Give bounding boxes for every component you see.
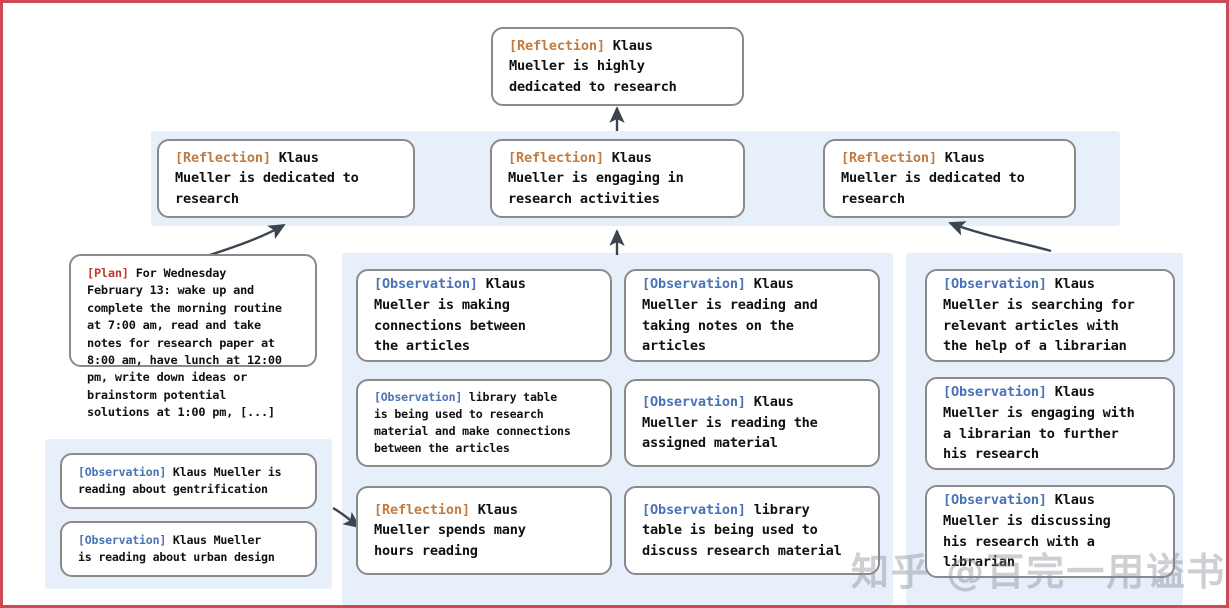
node-obs-right-2[interactable]: [Observation] Klaus Mueller is engaging … xyxy=(925,377,1175,470)
tag-reflection: [Reflection] xyxy=(509,37,605,54)
node-text: [Observation] Klaus Mueller is making co… xyxy=(374,274,526,357)
node-root-reflection[interactable]: [Reflection] Klaus Mueller is highly ded… xyxy=(491,27,744,106)
node-mid-left-reflection[interactable]: [Reflection] Klaus Mueller is dedicated … xyxy=(157,139,415,218)
tag-observation: [Observation] xyxy=(642,394,746,411)
tag-plan: [Plan] xyxy=(87,266,129,280)
node-text: [Observation] Klaus Mueller is searching… xyxy=(943,274,1135,357)
node-body: Klaus Mueller is reading the assigned ma… xyxy=(642,394,818,452)
node-text: [Plan] For Wednesday February 13: wake u… xyxy=(87,265,282,421)
node-obs-left-1[interactable]: [Observation] Klaus Mueller is making co… xyxy=(356,269,612,362)
node-body: Klaus Mueller is reading about gentrific… xyxy=(78,464,282,496)
tag-observation: [Observation] xyxy=(642,276,746,293)
node-body: Klaus Mueller is reading and taking note… xyxy=(642,276,818,355)
node-body: Klaus Mueller is highly dedicated to res… xyxy=(509,37,677,95)
node-text: [Reflection] Klaus Mueller is dedicated … xyxy=(841,148,1025,210)
node-text: [Observation] Klaus Mueller is engaging … xyxy=(943,382,1135,465)
node-body: Klaus Mueller spends many hours reading xyxy=(374,501,526,559)
node-obs-bottomleft-2[interactable]: [Observation] Klaus Mueller is reading a… xyxy=(60,521,317,577)
node-body: Klaus Mueller is reading about urban des… xyxy=(78,532,275,564)
node-body: Klaus Mueller is searching for relevant … xyxy=(943,276,1135,355)
node-body: Klaus Mueller is dedicated to research xyxy=(175,149,359,207)
node-obs-bottomleft-1[interactable]: [Observation] Klaus Mueller is reading a… xyxy=(60,453,317,509)
tag-reflection: [Reflection] xyxy=(508,149,604,166)
node-body: Klaus Mueller is engaging in research ac… xyxy=(508,149,684,207)
node-body: library table is being used to research … xyxy=(374,389,571,456)
node-text: [Observation] Klaus Mueller is discussin… xyxy=(943,490,1111,573)
node-text: [Observation] Klaus Mueller is reading a… xyxy=(642,274,818,357)
node-text: [Observation] Klaus Mueller is reading a… xyxy=(78,532,275,566)
node-text: [Observation] library table is being use… xyxy=(642,500,842,562)
node-body: Klaus Mueller is engaging with a librari… xyxy=(943,384,1135,463)
node-body: Klaus Mueller is dedicated to research xyxy=(841,149,1025,207)
arrow-obs-right-to-mid-right xyxy=(948,221,1052,253)
node-obs-center-1[interactable]: [Observation] Klaus Mueller is reading a… xyxy=(624,269,880,362)
node-mid-center-reflection[interactable]: [Reflection] Klaus Mueller is engaging i… xyxy=(490,139,745,218)
watermark-text: 知乎 @百完一用谥书生 xyxy=(851,550,1229,594)
node-plan[interactable]: [Plan] For Wednesday February 13: wake u… xyxy=(69,254,317,419)
tag-observation: [Observation] xyxy=(943,276,1047,293)
tag-observation: [Observation] xyxy=(78,464,167,479)
tag-reflection: [Reflection] xyxy=(841,149,937,166)
node-text: [Reflection] Klaus Mueller spends many h… xyxy=(374,500,526,562)
tag-reflection: [Reflection] xyxy=(374,501,470,518)
node-body: Klaus Mueller is making connections betw… xyxy=(374,276,526,355)
node-body: Klaus Mueller is discussing his research… xyxy=(943,492,1111,571)
tag-observation: [Observation] xyxy=(374,276,478,293)
tag-observation: [Observation] xyxy=(78,532,167,547)
node-obs-right-3[interactable]: [Observation] Klaus Mueller is discussin… xyxy=(925,485,1175,578)
node-obs-right-1[interactable]: [Observation] Klaus Mueller is searching… xyxy=(925,269,1175,362)
node-text: [Observation] Klaus Mueller is reading a… xyxy=(78,464,282,498)
tag-observation: [Observation] xyxy=(374,389,463,404)
node-body: library table is being used to discuss r… xyxy=(642,501,842,559)
tag-observation: [Observation] xyxy=(943,492,1047,509)
node-obs-left-2[interactable]: [Observation] library table is being use… xyxy=(356,379,612,467)
node-text: [Observation] library table is being use… xyxy=(374,389,571,458)
node-body: For Wednesday February 13: wake up and c… xyxy=(87,266,282,419)
node-text: [Observation] Klaus Mueller is reading t… xyxy=(642,392,818,454)
node-mid-right-reflection[interactable]: [Reflection] Klaus Mueller is dedicated … xyxy=(823,139,1076,218)
node-text: [Reflection] Klaus Mueller is dedicated … xyxy=(175,148,359,210)
tag-reflection: [Reflection] xyxy=(175,149,271,166)
node-text: [Reflection] Klaus Mueller is engaging i… xyxy=(508,148,684,210)
node-obs-center-3[interactable]: [Observation] library table is being use… xyxy=(624,486,880,575)
node-text: [Reflection] Klaus Mueller is highly ded… xyxy=(509,36,677,98)
tag-observation: [Observation] xyxy=(943,384,1047,401)
node-reflection-left-bottom[interactable]: [Reflection] Klaus Mueller spends many h… xyxy=(356,486,612,575)
node-obs-center-2[interactable]: [Observation] Klaus Mueller is reading t… xyxy=(624,379,880,467)
tag-observation: [Observation] xyxy=(642,501,746,518)
